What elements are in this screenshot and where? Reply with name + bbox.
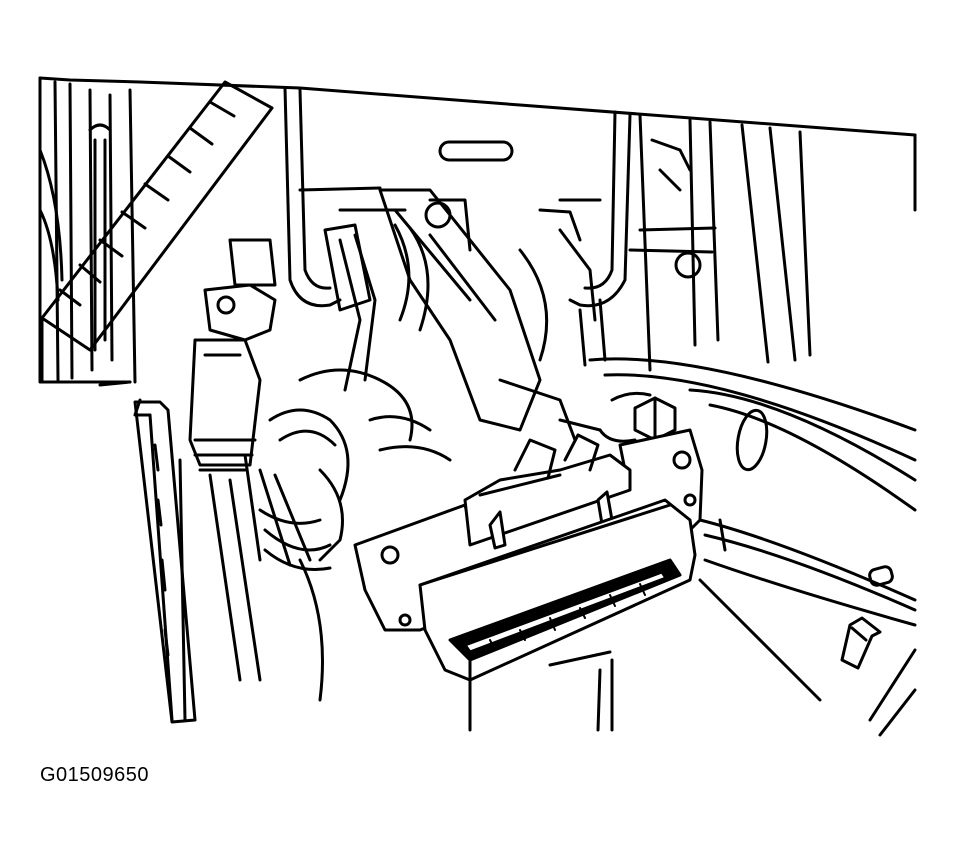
left-connector	[188, 238, 312, 682]
arrow-pointer	[840, 616, 882, 670]
dash-panel-outline	[38, 76, 917, 384]
lower-right-members	[698, 578, 917, 737]
hex-nut	[598, 391, 677, 443]
wiring-harness-band	[40, 80, 274, 382]
left-trim-panel	[38, 80, 137, 384]
left-pillar	[98, 380, 197, 724]
wire-loops	[258, 368, 452, 572]
diagnostic-connector	[353, 428, 704, 682]
center-misc-lines	[558, 198, 607, 367]
upper-right-ribs	[628, 113, 812, 372]
center-harness-bundle	[323, 188, 602, 442]
right-curved-panel	[588, 357, 917, 627]
lower-center-trim	[298, 558, 614, 732]
figure-id-label: G01509650	[40, 764, 150, 786]
center-mount-bracket	[283, 86, 632, 308]
